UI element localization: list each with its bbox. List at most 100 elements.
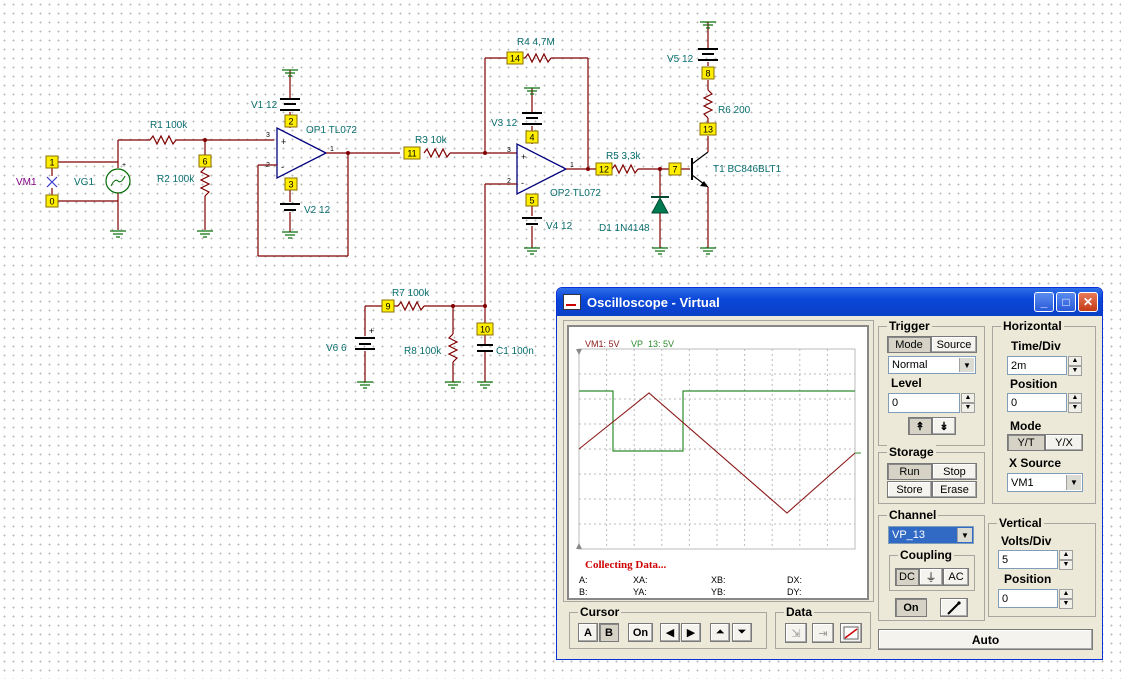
spin-up-icon[interactable]: ▲ (961, 393, 975, 403)
spin-down-icon[interactable]: ▼ (961, 403, 975, 413)
v2-label: V2 12 (304, 205, 331, 216)
ac-button[interactable]: AC (943, 568, 969, 586)
r7-label: R7 100k (392, 288, 430, 299)
r8-label: R8 100k (404, 346, 442, 357)
stop-button[interactable]: Stop (932, 463, 977, 480)
node-marker (45, 155, 59, 169)
arrow-left-icon[interactable]: ◀ (660, 623, 680, 642)
close-button[interactable]: ✕ (1078, 292, 1098, 312)
node-marker (198, 154, 212, 168)
auto-button[interactable]: Auto (878, 629, 1093, 650)
cursor-on-button[interactable]: On (628, 623, 653, 642)
probe-icon[interactable] (940, 598, 968, 617)
r6-label: R6 200 (718, 105, 751, 116)
vg1-generator[interactable]: + (105, 140, 131, 230)
readout-xb: XB: (711, 575, 726, 585)
r2-resistor[interactable] (199, 167, 211, 197)
spin-down-icon[interactable]: ▼ (1059, 599, 1073, 609)
yt-button[interactable]: Y/T (1007, 434, 1045, 451)
trigger-mode-select[interactable]: Normal ▼ (888, 356, 976, 374)
r3-resistor[interactable] (423, 147, 451, 159)
status-text: Collecting Data... (585, 559, 667, 571)
r6-resistor[interactable] (702, 89, 714, 119)
cursor-a-button[interactable]: A (578, 623, 598, 642)
r4-resistor[interactable] (524, 52, 552, 64)
r1-resistor[interactable] (149, 134, 177, 146)
store-button[interactable]: Store (887, 481, 932, 498)
r5-resistor[interactable] (611, 163, 639, 175)
spin-up-icon[interactable]: ▲ (1059, 550, 1073, 560)
xsource-select[interactable]: VM1 ▼ (1007, 473, 1083, 492)
import-icon[interactable]: ⇲ (785, 623, 807, 643)
chevron-down-icon[interactable]: ▼ (1066, 475, 1081, 490)
v2-battery[interactable] (280, 203, 300, 211)
readout-dy: DY: (787, 587, 802, 597)
ground-coupling-button[interactable]: ⏚ (919, 568, 943, 586)
trigger-source-button[interactable]: Source (931, 336, 977, 353)
chevron-down-icon[interactable]: ▼ (959, 358, 974, 372)
r7-resistor[interactable] (397, 300, 425, 312)
trigger-level-value: 0 (892, 397, 899, 409)
h-position-input[interactable]: 0 (1007, 393, 1067, 412)
scope-screen[interactable]: VM1: 5V VP_13: 5V Collecting Data... A: … (567, 325, 869, 600)
yx-button[interactable]: Y/X (1045, 434, 1083, 451)
op1-opamp[interactable]: + - (276, 126, 328, 180)
channel-select[interactable]: VP_13 ▼ (888, 526, 974, 544)
arrow-down-icon[interactable]: ⏷ (732, 623, 752, 642)
title-bar[interactable]: Oscilloscope - Virtual _ □ ✕ (557, 288, 1102, 316)
erase-button[interactable]: Erase (932, 481, 977, 498)
v-position-input[interactable]: 0 (998, 589, 1058, 608)
c1-capacitor[interactable] (477, 344, 493, 352)
minimize-button[interactable]: _ (1034, 292, 1054, 312)
v4-battery[interactable] (522, 217, 542, 225)
cursor-b-button[interactable]: B (599, 623, 619, 642)
node-label: 0 (49, 197, 54, 207)
v1-battery[interactable] (280, 98, 300, 111)
vm1-voltmeter[interactable] (46, 161, 118, 202)
spin-up-icon[interactable]: ▲ (1068, 393, 1082, 403)
spin-down-icon[interactable]: ▼ (1059, 560, 1073, 570)
spin-up-icon[interactable]: ▲ (1068, 356, 1082, 366)
ground-symbol (282, 69, 298, 77)
trigger-mode-button[interactable]: Mode (887, 336, 931, 353)
channel-on-button[interactable]: On (895, 598, 927, 617)
arrow-up-icon[interactable]: ⏶ (710, 623, 730, 642)
node-label: 1 (49, 158, 54, 168)
svg-text:1: 1 (330, 146, 334, 153)
v4-label: V4 12 (546, 221, 573, 232)
trigger-level-input[interactable]: 0 (888, 393, 960, 413)
run-button[interactable]: Run (887, 463, 932, 480)
maximize-button[interactable]: □ (1056, 292, 1076, 312)
voltsdiv-input[interactable]: 5 (998, 550, 1058, 569)
v5-label: V5 12 (667, 54, 694, 65)
readout-dx: DX: (787, 575, 803, 585)
node-label: 9 (385, 302, 390, 312)
axis-marker (576, 349, 582, 355)
op2-opamp[interactable]: + - (516, 142, 568, 196)
chevron-down-icon[interactable]: ▼ (957, 528, 972, 542)
timediv-input[interactable]: 2m (1007, 356, 1067, 375)
export-icon[interactable]: ⇥ (812, 623, 834, 643)
oscilloscope-window[interactable]: Oscilloscope - Virtual _ □ ✕ VM1: 5V VP_… (556, 287, 1103, 660)
arrow-right-icon[interactable]: ▶ (681, 623, 701, 642)
t1-transistor[interactable] (691, 151, 709, 188)
node-marker (381, 299, 395, 313)
node-marker (506, 51, 524, 65)
falling-edge-button[interactable]: ↡ (932, 417, 956, 435)
spin-down-icon[interactable]: ▼ (1068, 403, 1082, 413)
dc-button[interactable]: DC (895, 568, 919, 586)
spin-down-icon[interactable]: ▼ (1068, 366, 1082, 376)
v5-battery[interactable] (698, 48, 718, 61)
scope-grid (576, 348, 861, 550)
v6-battery[interactable]: + (355, 326, 375, 350)
r8-resistor[interactable] (447, 333, 459, 363)
voltsdiv-label: Volts/Div (1001, 534, 1052, 548)
d1-diode[interactable] (651, 196, 669, 214)
chart-icon[interactable] (840, 623, 862, 643)
v3-battery[interactable] (522, 112, 542, 125)
timediv-label: Time/Div (1011, 339, 1061, 353)
vertical-title: Vertical (997, 516, 1044, 530)
spin-up-icon[interactable]: ▲ (1059, 589, 1073, 599)
rising-edge-button[interactable]: ↟ (908, 417, 932, 435)
